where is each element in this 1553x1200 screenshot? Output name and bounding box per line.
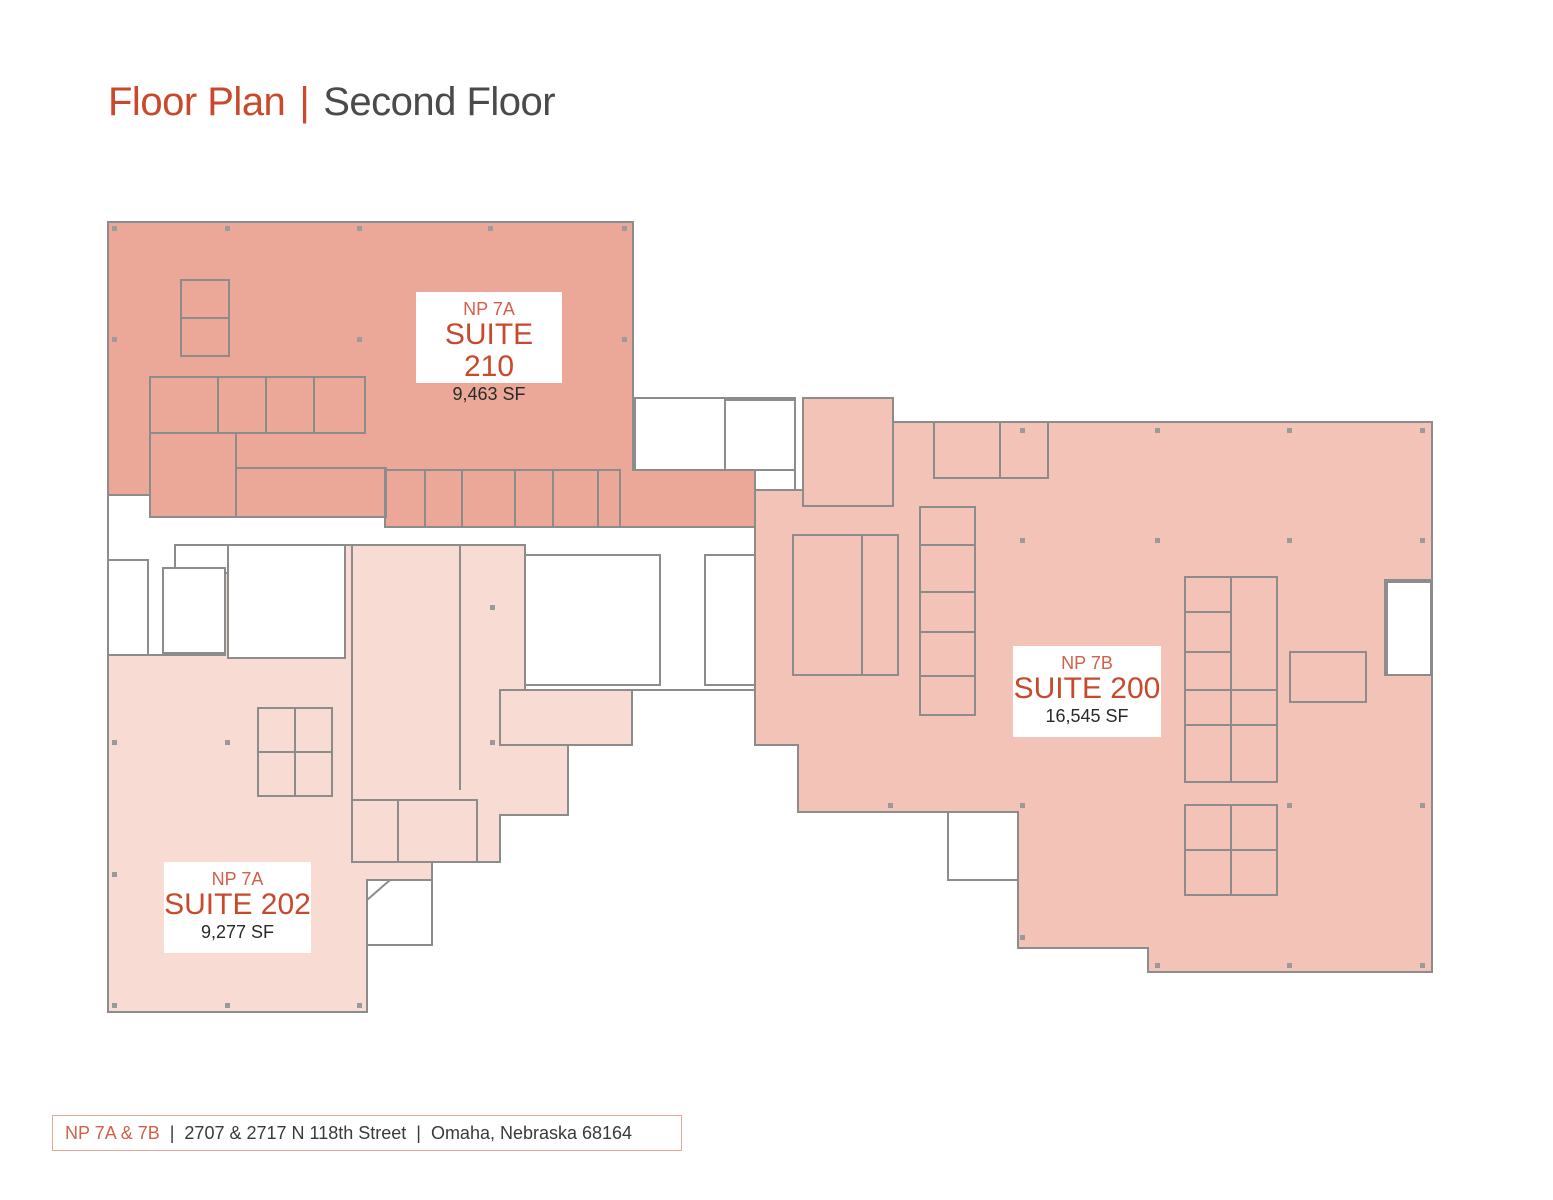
page-title: Floor Plan | Second Floor xyxy=(108,80,556,125)
title-separator: | xyxy=(299,80,310,124)
footer-separator-1: | xyxy=(169,1123,175,1143)
footer-city: Omaha, Nebraska 68164 xyxy=(430,1123,633,1143)
address-footer: NP 7A & 7B | 2707 & 2717 N 118th Street | Om… xyxy=(52,1115,682,1151)
column-markers xyxy=(112,226,1425,1008)
title-primary: Floor Plan xyxy=(108,80,286,124)
suite-210-area-text: 9,463 SF xyxy=(452,384,526,404)
suite-200-name: SUITE 200 xyxy=(1013,672,1161,705)
suite-202-area-text: 9,277 SF xyxy=(200,922,275,942)
suite-210-name: SUITE 210 xyxy=(444,318,534,383)
suite-202-label[interactable]: NP 7A SUITE 202 9,277 SF xyxy=(164,862,311,953)
suite-200-area-text: 16,545 SF xyxy=(1045,706,1129,726)
suite-210-building: NP 7A xyxy=(463,299,515,319)
suite-202-name: SUITE 202 xyxy=(164,888,311,921)
suite-202-building: NP 7A xyxy=(211,869,264,889)
title-secondary: Second Floor xyxy=(323,80,556,124)
footer-project: NP 7A & 7B xyxy=(65,1123,160,1143)
footer-separator-2: | xyxy=(416,1123,421,1143)
footer-address: 2707 & 2717 N 118th Street xyxy=(184,1123,407,1143)
suite-200-building: NP 7B xyxy=(1061,653,1113,673)
suite-210-label[interactable]: NP 7A SUITE 210 9,463 SF xyxy=(416,292,562,404)
stairwells xyxy=(107,399,1432,676)
suite-200-label[interactable]: NP 7B SUITE 200 16,545 SF xyxy=(1013,646,1161,737)
